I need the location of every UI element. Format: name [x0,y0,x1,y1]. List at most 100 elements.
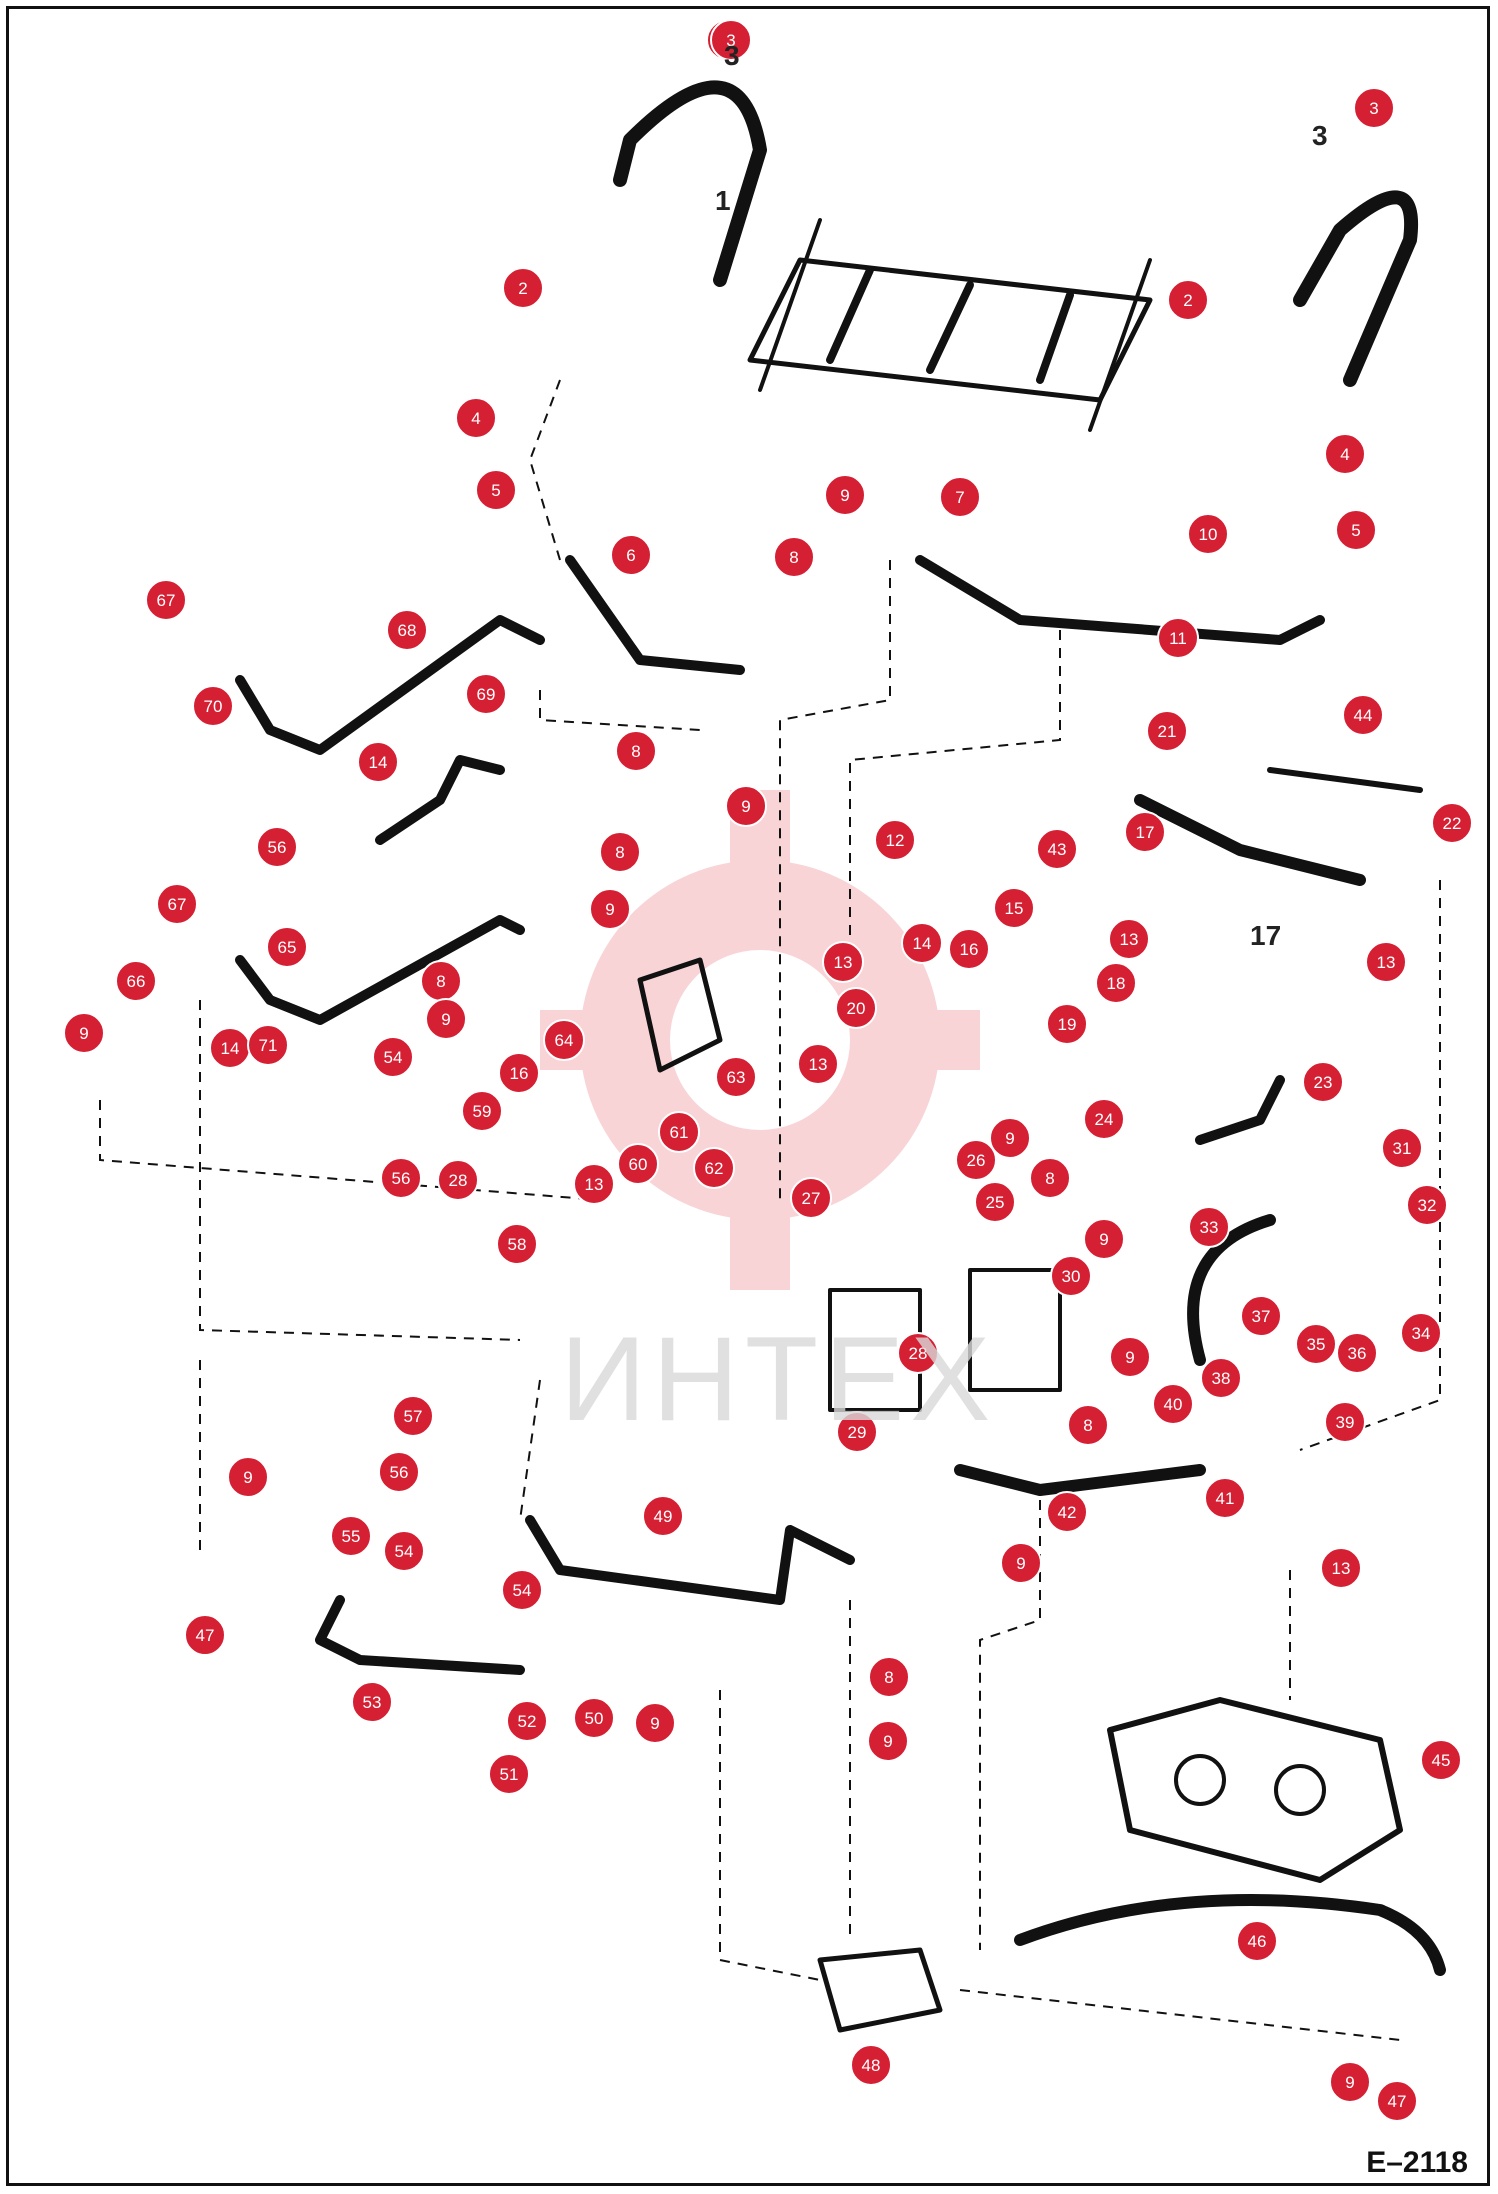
callout-48: 48 [850,2044,892,2086]
callout-marker [1146,710,1188,752]
callout-24: 24 [1083,1098,1125,1140]
callout-number: 2 [518,279,527,298]
callout-marker [465,673,507,715]
callout-marker [850,2044,892,2086]
callout-marker [1353,87,1395,129]
callout-8: 8 [615,730,657,772]
callout-36: 36 [1336,1332,1378,1374]
callout-marker [1324,433,1366,475]
callout-56: 56 [378,1451,420,1493]
callout-number: 7 [955,488,964,507]
callout-8: 8 [420,960,462,1002]
callout-number: 43 [1048,840,1067,859]
filter-30-drawing [968,1268,1062,1392]
callout-9: 9 [227,1456,269,1498]
callout-marker [615,730,657,772]
callout-9: 9 [1329,2061,1371,2103]
callout-number: 21 [1158,722,1177,741]
callout-marker [1236,1920,1278,1962]
callout-number: 60 [629,1155,648,1174]
callout-number: 48 [862,2056,881,2075]
callout-marker [227,1456,269,1498]
callout-number: 66 [127,972,146,991]
callout-8: 8 [1067,1404,1109,1446]
callout-marker [1376,2080,1418,2122]
tube-69 [375,755,505,845]
callout-marker [1046,1003,1088,1045]
callout-70: 70 [192,685,234,727]
callout-marker [437,1159,479,1201]
callout-47: 47 [184,1614,226,1656]
callout-marker [1029,1157,1071,1199]
callout-54: 54 [501,1569,543,1611]
callout-marker [1335,509,1377,551]
callout-number: 33 [1200,1218,1219,1237]
callout-number: 16 [510,1064,529,1083]
callout-12: 12 [874,819,916,861]
callout-marker [693,1147,735,1189]
callout-marker [1406,1184,1448,1226]
callout-number: 67 [168,895,187,914]
callout-number: 9 [883,1732,892,1751]
callout-number: 24 [1095,1110,1114,1129]
callout-marker [1420,1739,1462,1781]
callout-number: 26 [967,1151,986,1170]
callout-marker [488,1753,530,1795]
callout-number: 9 [1345,2073,1354,2092]
callout-9: 9 [1000,1542,1042,1584]
callout-number: 54 [513,1581,532,1600]
callout-marker [610,534,652,576]
callout-13: 13 [822,941,864,983]
callout-marker [1083,1098,1125,1140]
callout-number: 39 [1336,1413,1355,1432]
callout-65: 65 [266,926,308,968]
callout-number: 9 [741,797,750,816]
callout-marker [773,536,815,578]
watermark-text: ИНТЕХ [560,1312,997,1446]
callout-marker [599,831,641,873]
callout-marker [543,1019,585,1061]
callout-number: 54 [395,1542,414,1561]
callout-marker [357,741,399,783]
callout-number: 54 [384,1048,403,1067]
callout-marker [383,1530,425,1572]
callout-marker [1046,1491,1088,1533]
callout-13: 13 [797,1043,839,1085]
callout-number: 16 [960,940,979,959]
callout-2: 2 [502,267,544,309]
callout-47: 47 [1376,2080,1418,2122]
callout-marker [617,1143,659,1185]
callout-number: 70 [204,697,223,716]
callout-marker [1204,1477,1246,1519]
callout-18: 18 [1095,962,1137,1004]
callout-marker [1083,1218,1125,1260]
callout-56: 56 [256,826,298,868]
callout-60: 60 [617,1143,659,1185]
callout-number: 42 [1058,1503,1077,1522]
callout-number: 55 [342,1527,361,1546]
callout-marker [386,609,428,651]
callout-19: 19 [1046,1003,1088,1045]
callout-marker [1295,1323,1337,1365]
callout-9: 9 [425,998,467,1040]
callout-marker [1109,1336,1151,1378]
callout-marker [868,1656,910,1698]
callout-marker [1152,1383,1194,1425]
callout-11: 11 [1157,617,1199,659]
callout-46: 46 [1236,1920,1278,1962]
callout-number: 19 [1058,1015,1077,1034]
callout-marker [425,998,467,1040]
callout-number: 13 [1377,953,1396,972]
callout-33: 33 [1188,1206,1230,1248]
callout-55: 55 [330,1515,372,1557]
callout-number: 31 [1393,1139,1412,1158]
callout-number: 13 [1120,930,1139,949]
callout-number: 14 [221,1039,240,1058]
callout-number: 27 [802,1189,821,1208]
callout-9: 9 [63,1012,105,1054]
callout-marker [1108,918,1150,960]
callout-42: 42 [1046,1491,1088,1533]
callout-marker [461,1090,503,1132]
callout-59: 59 [461,1090,503,1132]
callout-marker [790,1177,832,1219]
